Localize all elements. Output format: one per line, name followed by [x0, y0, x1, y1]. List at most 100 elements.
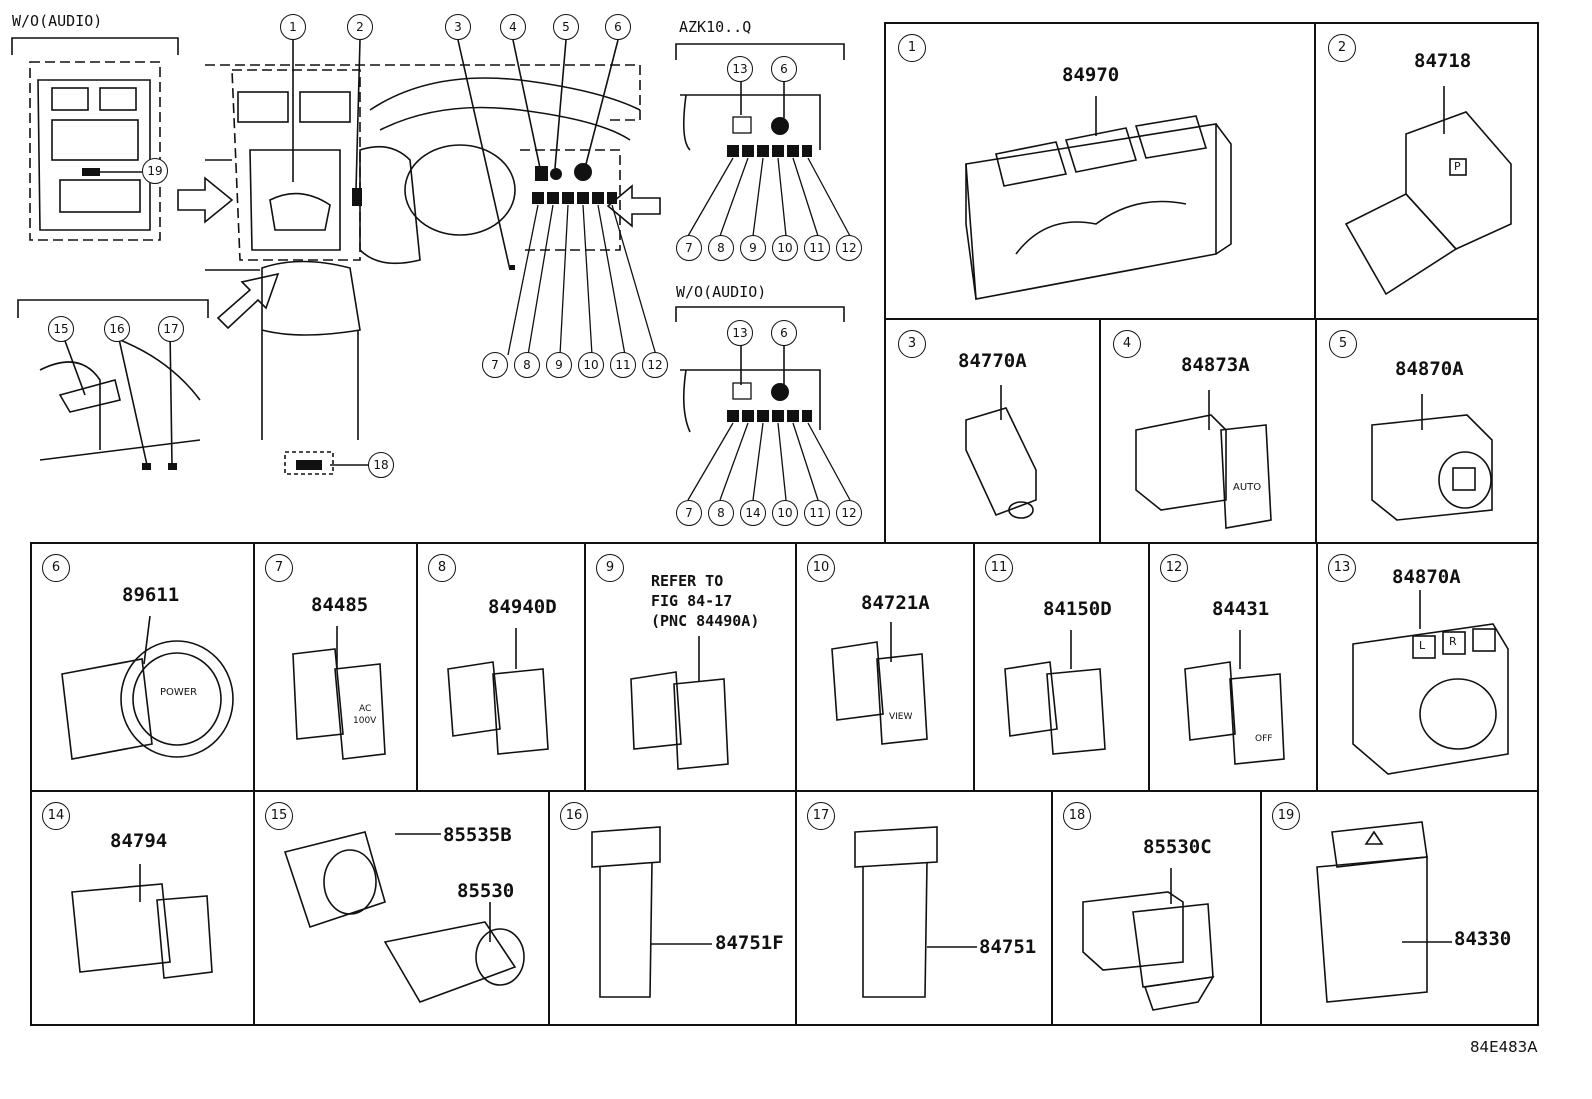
callout-row-9: 9	[546, 352, 572, 378]
callout-2: 2	[347, 14, 373, 40]
parking-sensor-switch-icon	[630, 636, 729, 770]
part-index: 4	[1113, 330, 1141, 358]
part-cell-15: 15 85535B 85530	[253, 790, 550, 1026]
callout-azk-10: 10	[772, 235, 798, 261]
mirror-switch-icon	[1371, 394, 1493, 521]
part-number: 84721A	[861, 592, 930, 614]
part-index: 12	[1160, 554, 1188, 582]
callout-woa-10: 10	[772, 500, 798, 526]
part-number: 84970	[1062, 64, 1120, 86]
part-index: 9	[596, 554, 624, 582]
callout-1: 1	[280, 14, 306, 40]
wo-audio-label-2: W/O(AUDIO)	[676, 283, 767, 301]
part-index: 13	[1328, 554, 1356, 582]
part-number: 84940D	[488, 596, 557, 618]
part-number: 84431	[1212, 598, 1270, 620]
callout-17: 17	[158, 316, 184, 342]
callout-15: 15	[48, 316, 74, 342]
ac-label: AC	[359, 704, 372, 714]
callout-5: 5	[553, 14, 579, 40]
part-cell-8: 8 84940D	[416, 542, 586, 792]
auto-label: AUTO	[1233, 482, 1262, 493]
dashboard-sketch	[11, 37, 851, 501]
socket-icon	[1082, 868, 1215, 1011]
part-number: REFER TO FIG 84-17 (PNC 84490A)	[651, 572, 760, 630]
part-number: 84770A	[958, 350, 1027, 372]
part-index: 11	[985, 554, 1013, 582]
part-number-lighter: 85530	[457, 880, 515, 902]
part-number: 84870A	[1392, 566, 1461, 588]
part-number: 84751	[979, 936, 1037, 958]
azk-label: AZK10..Q	[679, 18, 752, 36]
callout-azk-12: 12	[836, 235, 862, 261]
part-number: 84330	[1454, 928, 1512, 950]
callout-woa-13: 13	[727, 320, 753, 346]
part-cell-17: 17 84751	[795, 790, 1053, 1026]
callout-row-11: 11	[610, 352, 636, 378]
callout-6: 6	[605, 14, 631, 40]
part-index: 8	[428, 554, 456, 582]
part-cell-14: 14 84794	[30, 790, 255, 1026]
callout-woa-11: 11	[804, 500, 830, 526]
part-cell-2: 2 84718 P	[1314, 22, 1539, 320]
figure-code: 84E483A	[1470, 1038, 1538, 1056]
part-index: 6	[42, 554, 70, 582]
callout-azk-9: 9	[740, 235, 766, 261]
callout-row-8: 8	[514, 352, 540, 378]
callout-azk-11: 11	[804, 235, 830, 261]
view-label: VIEW	[889, 712, 913, 722]
callout-azk-7: 7	[676, 235, 702, 261]
part-number: 85530C	[1143, 836, 1212, 858]
part-number: 84794	[110, 830, 168, 852]
part-number: 84870A	[1395, 358, 1464, 380]
shift-switch-icon	[1344, 86, 1512, 296]
callout-row-7: 7	[482, 352, 508, 378]
callout-azk-13: 13	[727, 56, 753, 82]
callout-azk-6: 6	[771, 56, 797, 82]
switch-assy-icon	[965, 96, 1232, 300]
part-cell-16: 16 84751F	[548, 790, 797, 1026]
callout-4: 4	[500, 14, 526, 40]
p-label: P	[1454, 160, 1461, 173]
wo-audio-label: W/O(AUDIO)	[12, 12, 103, 30]
part-cell-12: 12 84431 OFF	[1148, 542, 1318, 792]
part-index: 18	[1063, 802, 1091, 830]
part-cell-5: 5 84870A	[1315, 318, 1539, 544]
callout-row-10: 10	[578, 352, 604, 378]
callout-woa-14: 14	[740, 500, 766, 526]
part-index: 1	[898, 34, 926, 62]
part-cell-6: 6 89611 POWER	[30, 542, 255, 792]
seat-heat-switch-icon	[591, 826, 712, 998]
callout-woa-8: 8	[708, 500, 734, 526]
part-index: 2	[1328, 34, 1356, 62]
part-cell-11: 11 84150D	[973, 542, 1150, 792]
part-cell-1: 1 84970	[884, 22, 1316, 320]
hazard-switch-icon	[1316, 821, 1452, 1003]
part-cell-18: 18 85530C	[1051, 790, 1262, 1026]
callout-19: 19	[142, 158, 168, 184]
part-index: 14	[42, 802, 70, 830]
part-number: 84485	[311, 594, 369, 616]
part-cell-10: 10 84721A VIEW	[795, 542, 975, 792]
part-number: 84718	[1414, 50, 1472, 72]
rear-defogger-switch-icon	[71, 864, 213, 979]
part-index: 3	[898, 330, 926, 358]
part-number: 84873A	[1181, 354, 1250, 376]
off-label: OFF	[1255, 734, 1273, 744]
callout-azk-8: 8	[708, 235, 734, 261]
part-number: 89611	[122, 584, 180, 606]
part-number: 84751F	[715, 932, 784, 954]
mirror-control-switch-icon	[1352, 590, 1509, 775]
part-cell-19: 19 84330	[1260, 790, 1539, 1026]
part-index: 5	[1329, 330, 1357, 358]
v100-label: 100V	[353, 716, 377, 726]
part-cell-4: 4 84873A AUTO	[1099, 318, 1317, 544]
ac-outlet-switch-icon	[292, 626, 386, 760]
part-cell-3: 3 84770A	[884, 318, 1101, 544]
part-index: 15	[265, 802, 293, 830]
part-index: 7	[265, 554, 293, 582]
callout-woa-12: 12	[836, 500, 862, 526]
part-number: 84150D	[1043, 598, 1112, 620]
part-index: 19	[1272, 802, 1300, 830]
seat-heat-switch-2-icon	[854, 826, 977, 998]
